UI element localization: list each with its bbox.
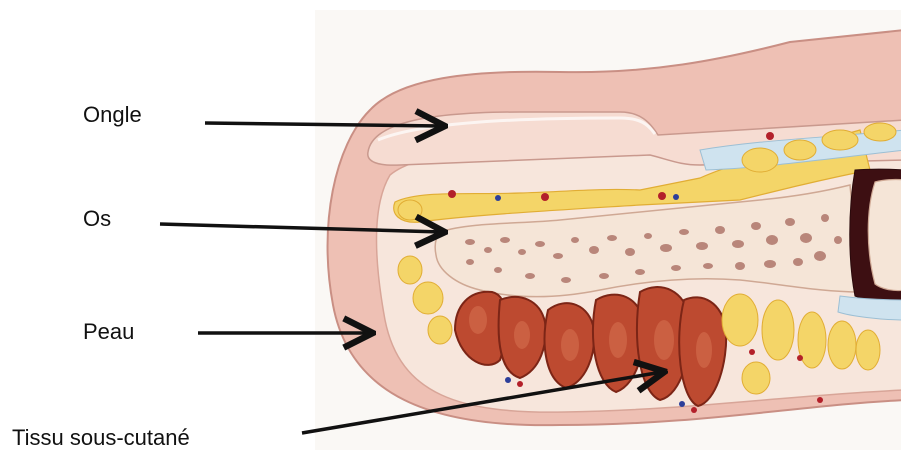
label-tissu-sous-cutane: Tissu sous-cutané	[12, 427, 190, 449]
label-ongle: Ongle	[83, 104, 142, 126]
label-os: Os	[83, 208, 111, 230]
label-peau: Peau	[83, 321, 134, 343]
next-bone-head	[868, 180, 901, 291]
